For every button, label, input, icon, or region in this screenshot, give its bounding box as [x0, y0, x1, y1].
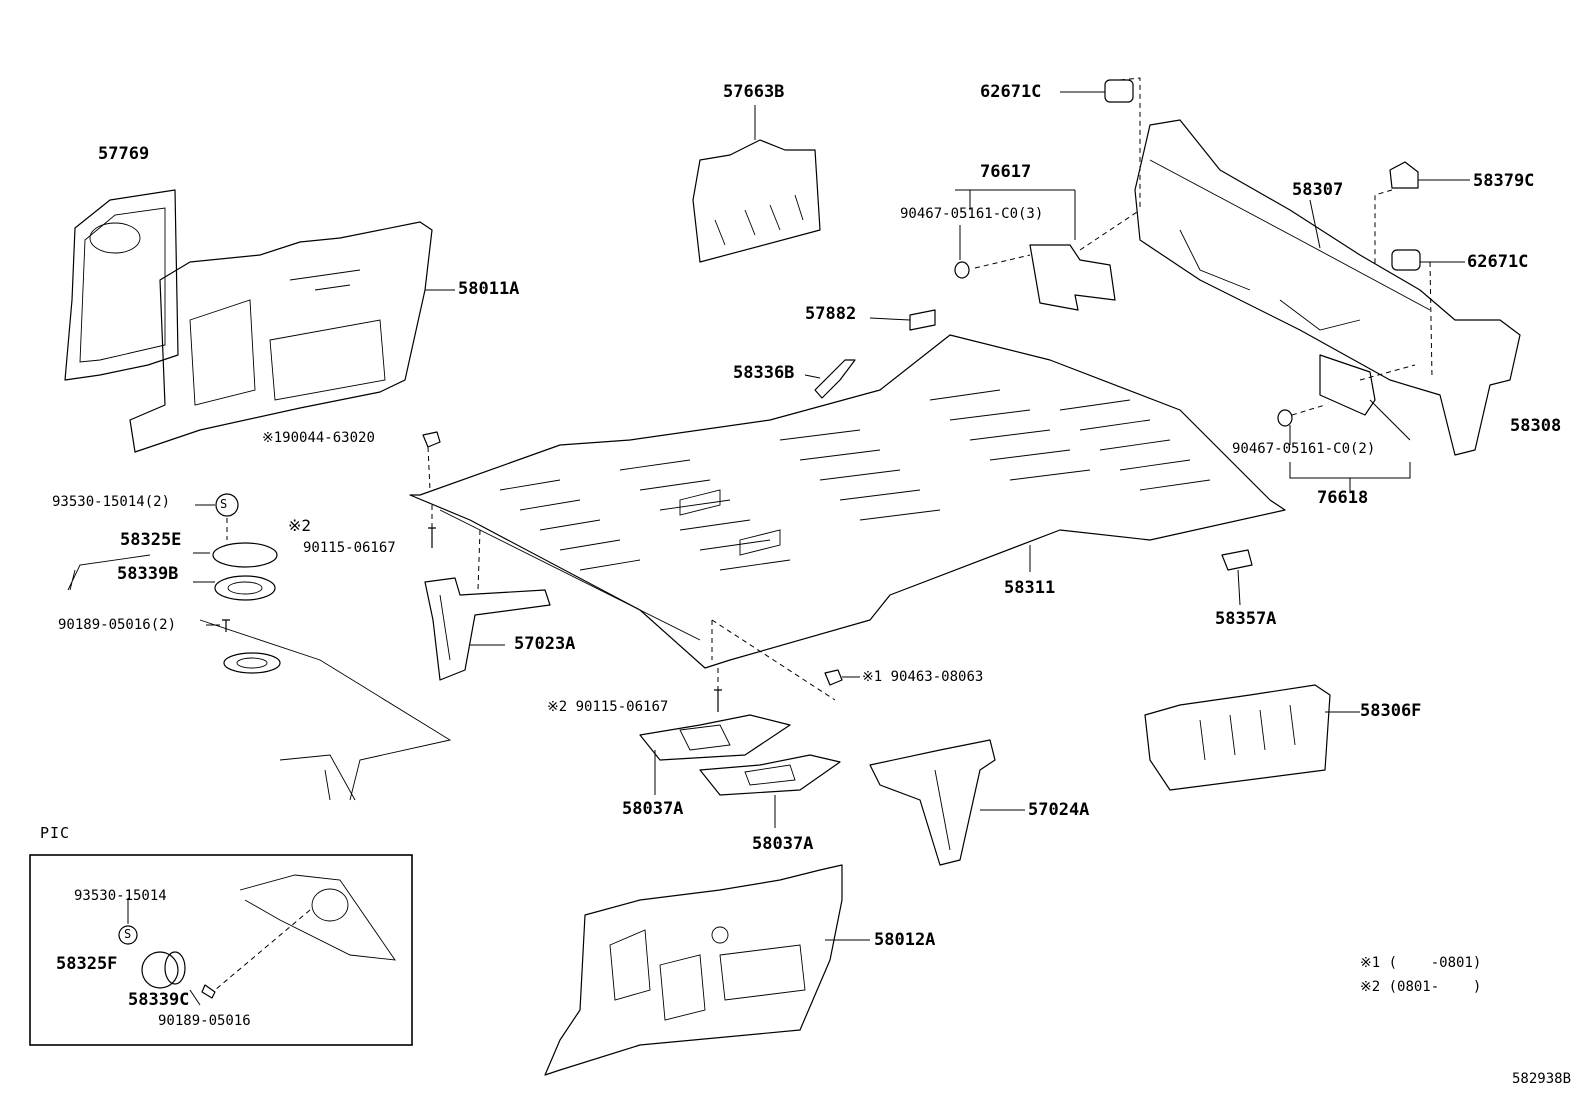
- label-90044-63020: ※190044-63020: [262, 430, 375, 446]
- part-58357A-drawing: [1221, 549, 1253, 606]
- label-57769: 57769: [98, 144, 150, 164]
- fasteners-left-drawing: [422, 431, 481, 591]
- part-57663B-drawing: [692, 105, 821, 263]
- part-58306F-drawing: [1144, 684, 1360, 791]
- part-57882-drawing: [869, 309, 936, 331]
- label-58011A: 58011A: [458, 279, 520, 299]
- label-58336B: 58336B: [733, 363, 795, 383]
- footnote-1: ※1 ( -0801): [1360, 955, 1482, 971]
- part-76617-drawing: [954, 189, 1141, 311]
- label-58306F: 58306F: [1360, 701, 1422, 721]
- part-58307-drawing: [1134, 119, 1521, 456]
- label-76617: 76617: [980, 162, 1032, 182]
- label-58308: 58308: [1510, 416, 1562, 436]
- label-57024A: 57024A: [1028, 800, 1090, 820]
- label-58037A-1: 58037A: [622, 799, 684, 819]
- label-58357A: 58357A: [1215, 609, 1277, 629]
- footnote-2: ※2 (0801- ): [1360, 979, 1482, 995]
- part-58379C-drawing: [1374, 161, 1470, 265]
- part-58012A-drawing: [544, 864, 870, 1076]
- part-57769-drawing: [64, 189, 179, 381]
- label-62671C-top: 62671C: [980, 82, 1042, 102]
- part-76618-drawing: [1277, 354, 1416, 492]
- part-62671C-right-drawing: [1391, 249, 1465, 379]
- label-58325F: 58325F: [56, 954, 118, 974]
- part-57024A-drawing: [869, 739, 1025, 866]
- label-90189-05016-pic: 90189-05016: [158, 1013, 251, 1029]
- label-58012A: 58012A: [874, 930, 936, 950]
- pic-detail-box: [29, 854, 413, 1046]
- s-symbol-pic: S: [124, 927, 132, 941]
- part-58011A-drawing: [129, 221, 455, 453]
- label-58325E: 58325E: [120, 530, 182, 550]
- fasteners-center-drawing: [711, 619, 860, 712]
- part-57023A-drawing: [424, 577, 551, 681]
- label-93530-15014-pic: 93530-15014: [74, 888, 167, 904]
- note2-mark: ※2: [288, 516, 312, 535]
- fasteners-left-stack-drawing: [67, 493, 452, 801]
- label-90189-05016-2: 90189-05016(2): [58, 617, 177, 633]
- part-58336B-drawing: [804, 359, 856, 399]
- label-90467-05161-C0-3: 90467-05161-C0(3): [900, 206, 1044, 222]
- label-93530-15014-2: 93530-15014(2): [52, 494, 171, 510]
- label-58379C: 58379C: [1473, 171, 1535, 191]
- part-58311-drawing: [409, 334, 1286, 669]
- label-90115-06167-a: 90115-06167: [303, 540, 396, 556]
- label-58339B: 58339B: [117, 564, 179, 584]
- label-90115-06167-b: ※2 90115-06167: [547, 699, 669, 715]
- label-90463-08063: ※1 90463-08063: [862, 669, 984, 685]
- s-symbol-left: S: [220, 497, 228, 511]
- label-57023A: 57023A: [514, 634, 576, 654]
- label-90467-05161-C0-2: 90467-05161-C0(2): [1232, 441, 1376, 457]
- label-76618: 76618: [1317, 488, 1369, 508]
- part-58037A-drawing: [639, 714, 841, 828]
- label-58311: 58311: [1004, 578, 1056, 598]
- label-58037A-2: 58037A: [752, 834, 814, 854]
- label-62671C-right: 62671C: [1467, 252, 1529, 272]
- label-57882: 57882: [805, 304, 857, 324]
- label-58307: 58307: [1292, 180, 1344, 200]
- label-57663B: 57663B: [723, 82, 785, 102]
- diagram-id: 582938B: [1512, 1071, 1572, 1087]
- pic-title: PIC: [40, 824, 71, 842]
- label-58339C: 58339C: [128, 990, 190, 1010]
